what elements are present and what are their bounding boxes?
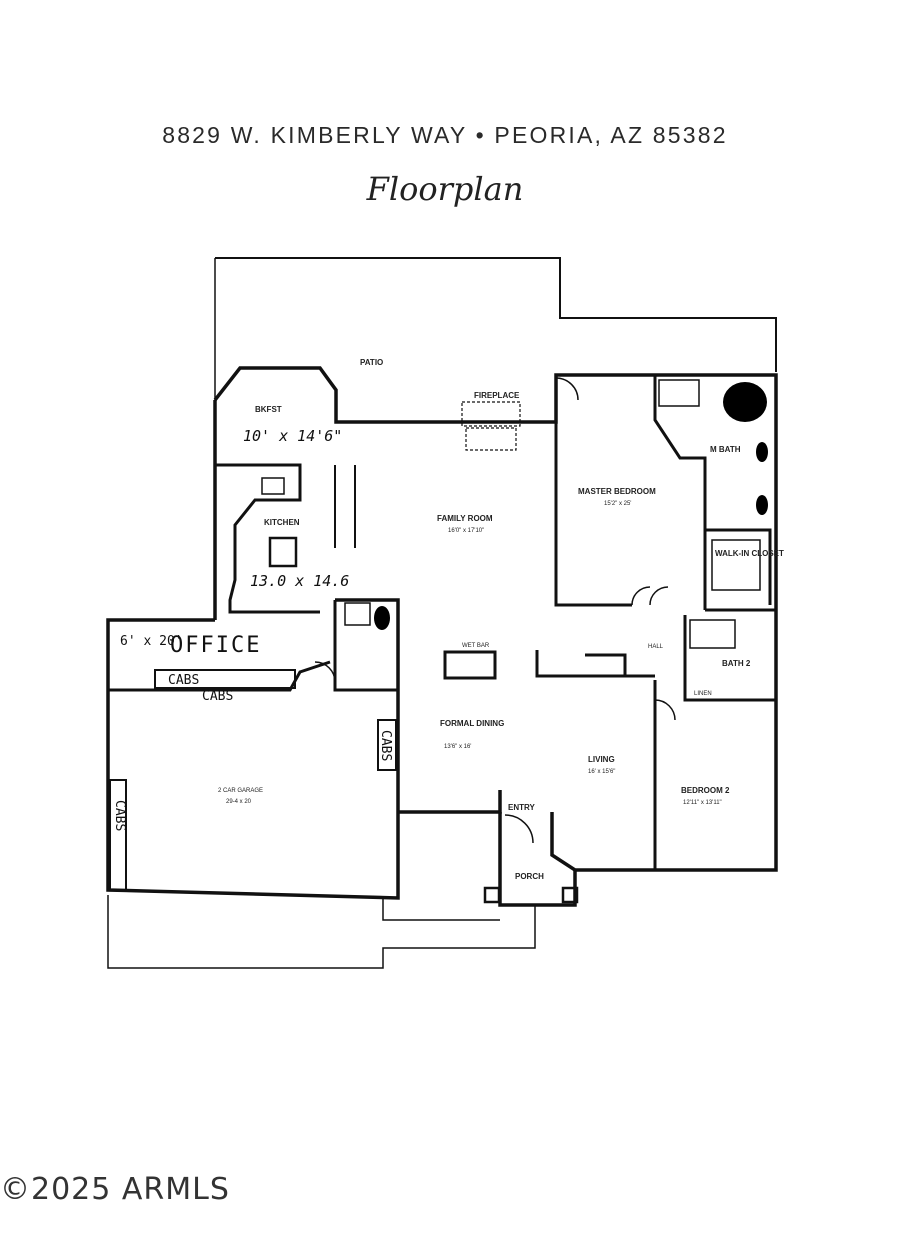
label-cabs-garage: CABS — [112, 800, 127, 831]
label-office-size: 6' x 20' — [120, 634, 183, 649]
label-cabs-garage-side: CABS — [378, 730, 393, 761]
label-bedroom-2-size: 12'11" x 13'11" — [683, 800, 722, 806]
wet-bar-counter — [443, 650, 497, 680]
label-garage-size: 29-4 x 20 — [226, 799, 252, 805]
label-formal-dining-size: 13'6" x 16' — [444, 744, 471, 750]
label-bkfst-size: 10' x 14'6" — [243, 427, 342, 445]
label-cabs-office: CABS — [168, 673, 199, 688]
driveway-outline — [107, 895, 536, 969]
door-swings — [314, 377, 676, 844]
floorplan-title: Floorplan — [366, 170, 524, 208]
label-hall: HALL — [648, 644, 664, 650]
label-patio: PATIO — [360, 358, 383, 367]
garage-side-cabinets — [377, 719, 397, 771]
label-porch: PORCH — [515, 872, 544, 881]
interior-walls — [108, 373, 776, 870]
label-office: OFFICE — [170, 633, 261, 658]
label-m-bath: M BATH — [710, 445, 741, 454]
label-formal-dining: FORMAL DINING — [440, 719, 504, 728]
office-cabinets — [154, 669, 296, 689]
label-master-bedroom: MASTER BEDROOM — [578, 487, 656, 496]
label-bkfst: BKFST — [255, 405, 282, 414]
porch-post — [483, 886, 501, 904]
porch-post — [561, 886, 579, 904]
label-bedroom-2: BEDROOM 2 — [681, 786, 730, 795]
bath-fixtures — [344, 379, 768, 649]
kitchen-island — [268, 536, 298, 568]
label-bath-2: BATH 2 — [722, 659, 751, 668]
label-entry: ENTRY — [508, 803, 535, 812]
label-kitchen: KITCHEN — [264, 518, 300, 527]
label-living: LIVING — [588, 755, 615, 764]
label-family-room: FAMILY ROOM — [437, 514, 493, 523]
label-walkin-closet: WALK-IN CLOSET — [715, 549, 784, 558]
copyright-watermark: ©2025 ARMLS — [0, 1172, 230, 1207]
label-living-size: 16' x 15'6" — [588, 769, 615, 775]
patio-outline — [214, 257, 777, 400]
label-cabs-office-lower: CABS — [202, 689, 233, 704]
label-wet-bar: WET BAR — [462, 643, 490, 649]
garage-cabinets — [109, 779, 127, 891]
label-family-room-size: 16'0" x 17'10" — [448, 528, 484, 534]
label-garage: 2 CAR GARAGE — [218, 788, 263, 794]
label-master-bedroom-size: 15'2" x 25' — [604, 501, 631, 507]
label-kitchen-size: 13.0 x 14.6 — [250, 572, 349, 590]
label-fireplace: FIREPLACE — [474, 391, 520, 400]
fireplace-symbol — [461, 401, 521, 451]
label-linen: LINEN — [694, 691, 712, 697]
property-address: 8829 W. KIMBERLY WAY • PEORIA, AZ 85382 — [162, 122, 728, 148]
kitchen-sink — [261, 477, 285, 495]
